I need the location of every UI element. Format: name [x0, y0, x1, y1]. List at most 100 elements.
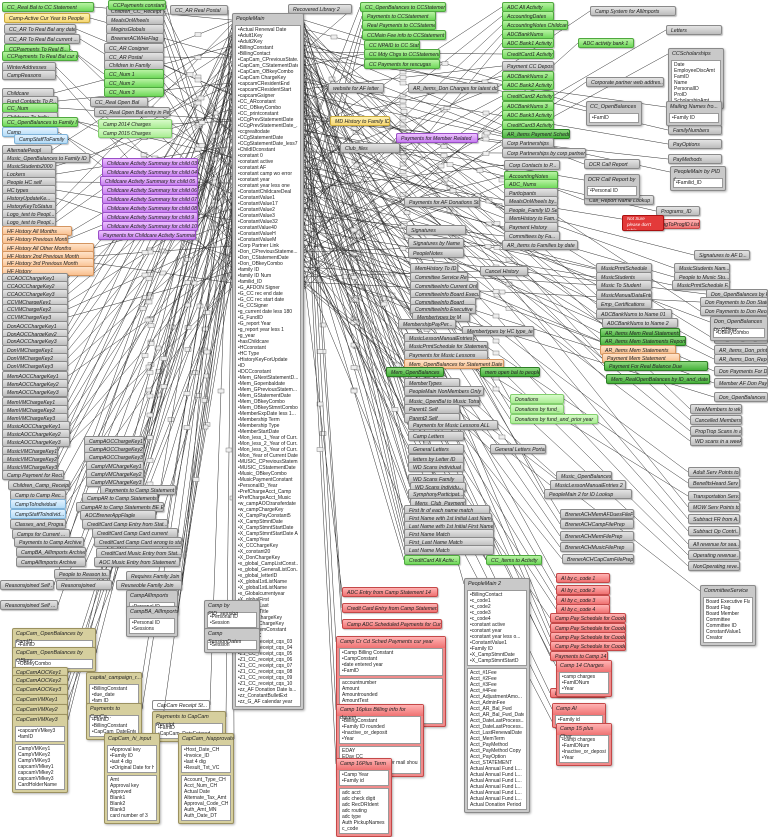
table-occurrence[interactable]: AI by c_code 2 [556, 585, 610, 595]
field-row[interactable]: •w_campAOCtransferdate [238, 501, 296, 507]
field-row[interactable]: •G_CCSigner [238, 303, 269, 309]
table-occurrence[interactable]: CC Mdy Chgs to CCStatement [364, 49, 440, 59]
table-occurrence[interactable]: Camp ADC Scheduled Payments for Current … [342, 619, 442, 629]
field-row[interactable]: ProID [674, 92, 687, 98]
table-occurrence[interactable]: Donations by fund_and_prior year [510, 414, 598, 424]
table-occurrence[interactable]: Don_OpenBalances [714, 392, 768, 402]
field-row[interactable]: •Familid_ID [676, 180, 702, 186]
field-row[interactable]: •FamID [158, 725, 175, 731]
table-box[interactable]: PeopleMain by PID I...•Familid_ID [670, 166, 726, 191]
field-row[interactable]: Acct_#3Fee [470, 682, 497, 688]
table-occurrence[interactable]: Reasonsjoined [56, 580, 112, 590]
field-row[interactable]: •CapCam_CPreviousState... [238, 57, 298, 63]
field-row[interactable]: •FamID [592, 115, 609, 121]
field-row[interactable]: •CCgPrevStatementDate [238, 117, 294, 123]
table-occurrence[interactable]: Signatures [406, 225, 466, 235]
field-row[interactable]: •ChildIDconstant [238, 147, 276, 153]
table-box[interactable]: DCR Call Report by ...•Personal ID [584, 174, 640, 199]
field-row[interactable]: •MusicPaymentConstant [238, 477, 293, 483]
field-row[interactable]: •camp charges [562, 674, 596, 680]
field-row[interactable]: •x_Globalcurrentyear [238, 591, 285, 597]
field-row[interactable]: •Family id [558, 717, 580, 723]
table-occurrence[interactable]: CC_Real Open Bal entry in Peo... [94, 107, 170, 117]
field-row[interactable]: •zz_AF Donation Date ls... [238, 687, 297, 693]
table-occurrence[interactable]: MOW Serv Points to... [688, 502, 740, 512]
field-row[interactable]: •MUSIC_CStatementDate [238, 465, 296, 471]
field-row[interactable]: •constantValue40 [238, 225, 277, 231]
field-row[interactable]: EDay CC [342, 754, 363, 760]
field-row[interactable]: •Don_CPreviousStateme... [238, 249, 298, 255]
field-row[interactable]: •Personal ID [210, 614, 238, 620]
table-occurrence[interactable]: Don Payments to Don Receipt [700, 306, 768, 316]
field-row[interactable]: •Mon_Year of Current Date [238, 453, 298, 459]
table-occurrence[interactable]: Recovered Library 2 [288, 4, 352, 14]
field-row[interactable]: •constant year less one [238, 183, 290, 189]
field-row[interactable]: Creator [706, 635, 723, 641]
field-row[interactable]: CampVMKey3 [18, 758, 51, 764]
table-occurrence[interactable]: AI by c_code 1 [556, 573, 610, 583]
field-row[interactable]: •CC_printconstant [238, 111, 279, 117]
field-row[interactable]: •OBkeyCombo [716, 330, 749, 336]
table-occurrence[interactable]: MembershipPayPer... [398, 319, 456, 329]
field-row[interactable]: •Mem_GNextStatementD... [238, 375, 298, 381]
table-occurrence[interactable]: Adult Serv Points to... [688, 467, 740, 477]
table-occurrence[interactable]: Payments to Camp Archive [14, 537, 84, 547]
field-row[interactable]: •c_code3 [470, 610, 491, 616]
field-row[interactable]: Acct_PayOption [470, 754, 506, 760]
table-occurrence[interactable]: AR_Items_Don_Reporting [714, 354, 768, 364]
field-row[interactable]: •constant year [238, 177, 270, 183]
table-occurrence[interactable]: CCPayments To Real Bal cur d... [2, 51, 78, 61]
table-occurrence[interactable]: CampReasons [2, 70, 56, 80]
field-row[interactable]: •Invoice_ID [184, 753, 210, 759]
field-row[interactable]: •CampConstant [342, 656, 378, 662]
field-row[interactable]: capcamVMkey3 [18, 776, 54, 782]
table-occurrence[interactable]: website for AF letter [328, 83, 384, 93]
field-row[interactable]: Name [674, 80, 688, 86]
field-row[interactable]: •X_CampStmntDate [470, 652, 515, 658]
field-row[interactable]: •BillingContact [470, 592, 503, 598]
table-occurrence[interactable]: AOC Music Entry from Statement [94, 557, 180, 567]
table-occurrence[interactable]: General Letters Portal [490, 444, 546, 454]
table-occurrence[interactable]: ADC Bank1 Activity [502, 38, 554, 48]
table-occurrence[interactable]: MD History to Family ID [330, 116, 390, 126]
table-occurrence[interactable]: CC_Real Bal to CC Statement [2, 2, 94, 12]
table-box[interactable]: CapCam_hi_input•Approval key•Family ID•l… [104, 733, 160, 824]
table-occurrence[interactable]: CCPayments constant [108, 0, 166, 10]
table-occurrence[interactable]: Donations [510, 394, 564, 404]
field-row[interactable]: AmountTest [342, 698, 369, 704]
field-row[interactable]: •capcamCResidentEnd [238, 81, 290, 87]
field-row[interactable]: Auth_Date_DT [184, 813, 218, 819]
field-row[interactable]: •Camp Billing Constant [342, 650, 394, 656]
table-occurrence[interactable]: All revenue for sea... [688, 539, 740, 549]
field-row[interactable]: •ConstantValue32 [238, 219, 278, 225]
field-row[interactable]: •Family ID [470, 646, 493, 652]
table-occurrence[interactable]: Mem_RealOpenBalances by ID_and_date [606, 374, 710, 384]
table-box[interactable]: Camp by PID_session•Personal ID•Session [204, 600, 260, 631]
table-occurrence[interactable]: ADC Entry from Camp Statement 14 [342, 587, 438, 597]
field-row[interactable]: •BillingContact [238, 51, 271, 57]
field-row[interactable]: Auth_Amt_MN [184, 807, 217, 813]
field-row[interactable]: Amount [342, 686, 360, 692]
field-row[interactable]: Approval key [110, 783, 139, 789]
table-occurrence[interactable]: Payments for Member Related [396, 133, 478, 143]
field-row[interactable]: •zz_ConstantBulletExt [238, 693, 288, 699]
field-row[interactable]: •capcamCResidentStart [238, 87, 292, 93]
field-row[interactable]: •x_global_GeneralListCon... [238, 567, 298, 573]
field-row[interactable]: •X_global1stListName [238, 579, 287, 585]
field-row[interactable]: •CapCam_DateEntered [92, 729, 136, 735]
field-row[interactable]: •CapCam_CStatementDate [238, 63, 298, 69]
field-row[interactable]: Actual Annual Fund L... [470, 784, 522, 790]
field-row[interactable]: •zOriginal Date for H... [110, 765, 154, 771]
field-row[interactable]: •X_CampYear [238, 537, 270, 543]
field-row[interactable]: ConstantValue1 [706, 629, 742, 635]
field-row[interactable]: Board Member [706, 611, 740, 617]
field-row[interactable]: •g_report year less 1 [238, 327, 284, 333]
field-row[interactable]: •Mem_OBkeyStmntCombo [238, 405, 298, 411]
table-occurrence[interactable]: ADC activity bank 1 [578, 38, 634, 48]
table-occurrence[interactable]: Reuseoble Family Join [116, 580, 182, 590]
field-row[interactable]: •Z1_CC_receipt_cqs_09 [238, 675, 293, 681]
table-occurrence[interactable]: CapCam Receipt St... [152, 700, 210, 710]
table-occurrence[interactable]: AR_Items_Don Charges for latest don [408, 83, 498, 93]
field-row[interactable]: •famID [18, 734, 34, 740]
field-row[interactable]: adc routing [342, 808, 367, 814]
